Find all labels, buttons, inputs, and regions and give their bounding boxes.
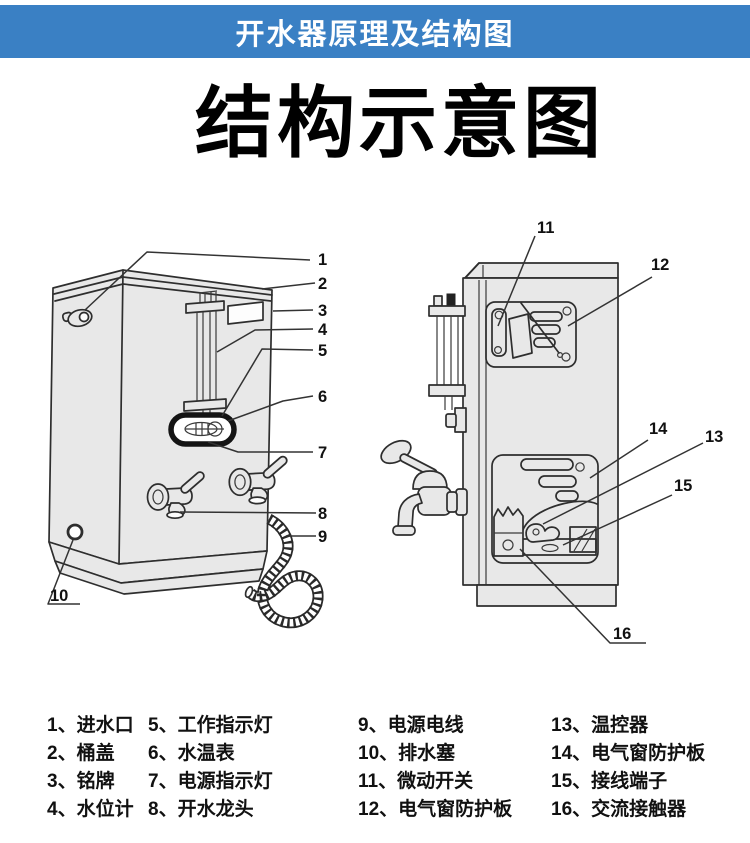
water-inlet	[61, 308, 93, 328]
terminal-block	[569, 526, 597, 553]
barrel-lid	[53, 276, 273, 296]
legend-column-3: 9、电源电线 10、排水塞 11、微动开关 12、电气窗防护板	[358, 712, 512, 824]
callout-9: 9	[318, 528, 327, 546]
legend-item: 16、交流接触器	[551, 799, 687, 820]
legend-column-1: 1、进水口 2、桶盖 3、铭牌 4、水位计	[47, 712, 134, 824]
thermostat	[525, 523, 561, 543]
callout-5: 5	[318, 342, 327, 360]
legend-item: 4、水位计	[47, 799, 134, 820]
callout-14: 14	[649, 420, 668, 438]
legend-column-2: 5、工作指示灯 6、水温表 7、电源指示灯 8、开水龙头	[148, 712, 273, 824]
callout-6: 6	[318, 388, 327, 406]
side-water-level-gauge	[428, 293, 467, 433]
callout-15: 15	[674, 477, 692, 495]
legend-item: 15、接线端子	[551, 771, 668, 792]
upper-electrical-panel	[485, 301, 577, 368]
screw	[562, 306, 572, 316]
screw	[575, 462, 585, 472]
callout-11: 11	[537, 219, 554, 237]
header-title: 开水器原理及结构图	[235, 18, 515, 51]
callout-8: 8	[318, 505, 327, 523]
callout-13: 13	[705, 428, 723, 446]
parts-legend: 1、进水口 2、桶盖 3、铭牌 4、水位计 5、工作指示灯 6、水温表 7、电源…	[0, 712, 750, 832]
drain-plug	[66, 523, 84, 541]
legend-item: 5、工作指示灯	[148, 715, 273, 736]
callout-1: 1	[318, 251, 327, 269]
legend-item: 10、排水塞	[358, 743, 456, 764]
lower-vent-fins	[520, 458, 579, 502]
screw	[561, 352, 571, 362]
legend-item: 6、水温表	[148, 743, 235, 764]
callout-10: 10	[50, 587, 68, 605]
callout-4: 4	[318, 321, 328, 339]
callout-leaders-right	[497, 235, 704, 644]
callout-12: 12	[651, 256, 669, 274]
legend-item: 9、电源电线	[358, 715, 464, 736]
page-title: 结构示意图	[194, 79, 605, 167]
header-banner: 开水器原理及结构图	[0, 5, 750, 58]
upper-protection-plate	[508, 313, 533, 359]
lower-electrical-panel	[491, 454, 599, 564]
callout-3: 3	[318, 302, 327, 320]
callout-2: 2	[318, 275, 327, 293]
legend-column-4: 13、温控器 14、电气窗防护板 15、接线端子 16、交流接触器	[551, 712, 705, 824]
callout-numbers-left: 1 2 3 4 5 6 7 8 9 10	[50, 251, 328, 605]
legend-item: 14、电气窗防护板	[551, 743, 706, 764]
side-cabinet-base	[476, 584, 617, 607]
legend-item: 7、电源指示灯	[148, 771, 273, 792]
legend-item: 12、电气窗防护板	[358, 799, 513, 820]
nameplate	[227, 301, 264, 325]
legend-item: 3、铭牌	[47, 771, 115, 792]
front-view-figure: 1 2 3 4 5 6 7 8 9 10	[47, 251, 328, 629]
callout-leaders-left	[47, 251, 317, 605]
upper-vent-fins	[529, 311, 563, 348]
legend-item: 13、温控器	[551, 715, 649, 736]
legend-item: 1、进水口	[47, 715, 134, 736]
legend-item: 2、桶盖	[47, 743, 115, 764]
side-lid	[464, 262, 619, 279]
power-cord	[244, 514, 324, 629]
legend-item: 11、微动开关	[358, 771, 474, 792]
callout-16: 16	[613, 625, 631, 643]
side-view-tap	[380, 439, 468, 536]
callout-7: 7	[318, 444, 327, 462]
callout-numbers-right: 11 12 13 14 15 16	[537, 219, 723, 643]
side-view-figure: 11 12 13 14 15 16	[380, 219, 723, 644]
temperature-gauge	[168, 412, 237, 447]
legend-item: 8、开水龙头	[148, 799, 254, 820]
ac-contactor	[493, 506, 524, 557]
